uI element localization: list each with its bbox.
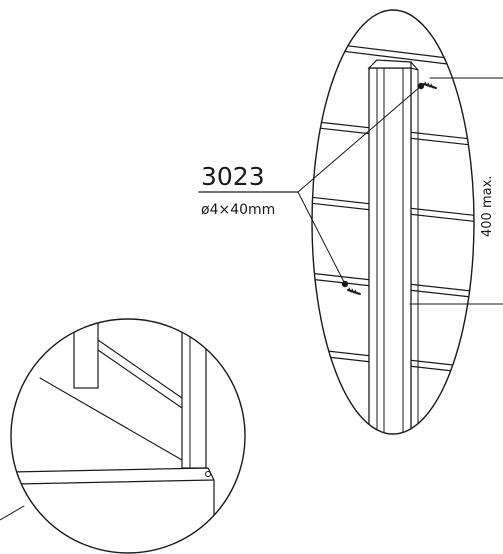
upper-detail-outline [311,9,475,435]
part-callout: 3023 ø4×40mm [198,85,422,285]
fence-post [367,59,419,434]
upper-detail-view [311,9,475,435]
dimension-label: 400 max. [480,176,495,237]
lower-detail-view [0,318,246,554]
lower-detail-outline [10,318,246,554]
part-number: 3023 [201,162,265,191]
screw-top [417,81,437,90]
fence-base [11,319,215,521]
height-dimension: 400 max. [409,77,503,305]
screw-bottom [341,280,361,295]
screw-spec: ø4×40mm [201,202,275,218]
